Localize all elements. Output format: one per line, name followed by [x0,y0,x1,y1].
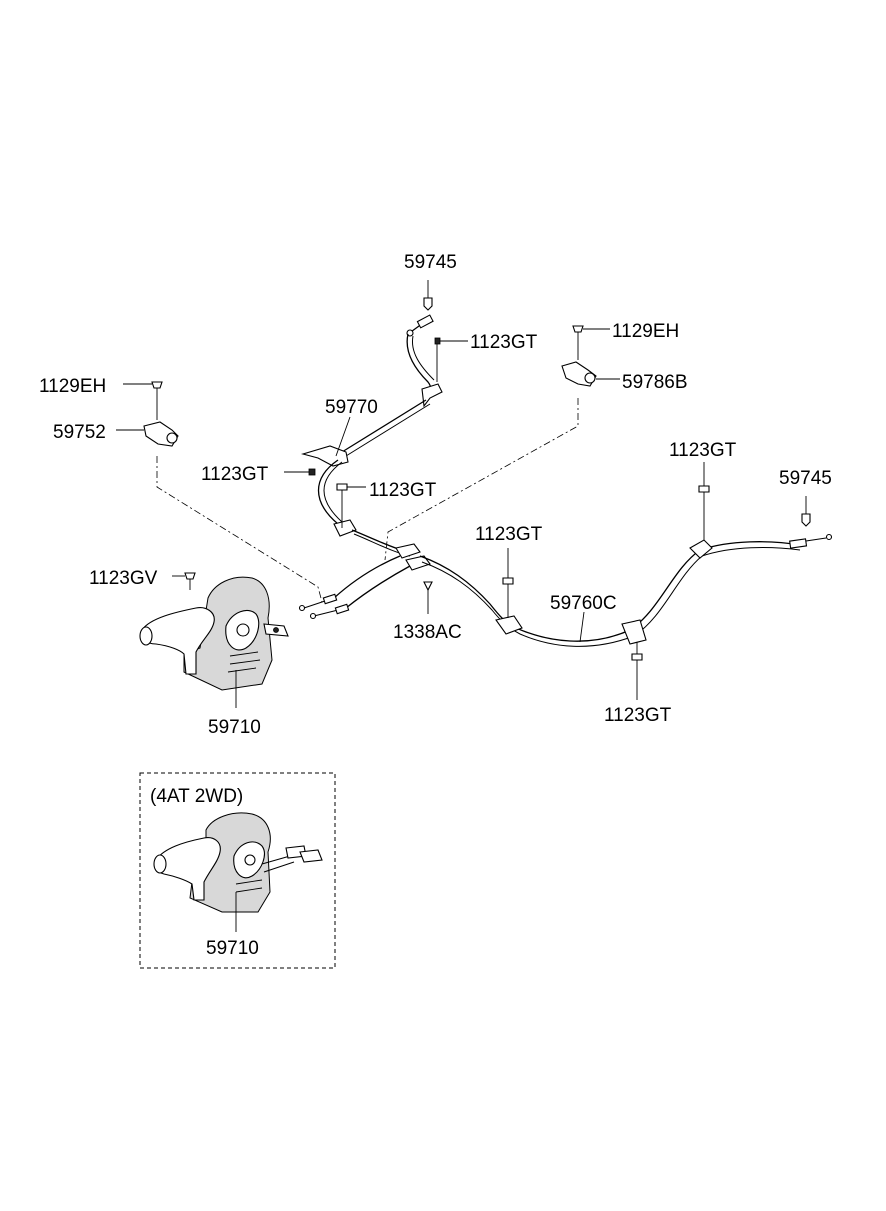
label-1123gv: 1123GV [89,568,158,589]
label-59760c: 59760C [550,593,617,614]
label-59752: 59752 [53,422,106,443]
bolt-1123gv-icon [172,572,196,590]
bracket-59752-icon [116,381,179,447]
cable-59760c [419,533,833,647]
label-59745-right: 59745 [779,468,832,489]
label-1129eh-right: 1129EH [612,321,679,342]
bolt-1123gt-b-icon [284,468,316,476]
reference-lines [156,398,579,603]
label-59745-top: 59745 [404,252,457,273]
label-59786b: 59786B [622,372,688,393]
label-59770: 59770 [325,397,378,418]
parking-brake-lever-main [139,576,289,708]
label-59710-variant: 59710 [206,938,259,959]
bolt-1123gt-e-icon [698,462,710,540]
label-1123gt-e: 1123GT [669,440,737,461]
center-junction [298,543,431,620]
variant-title: (4AT 2WD) [150,786,243,807]
pointer-lines [335,416,585,643]
label-1123gt-c: 1123GT [369,480,437,501]
parking-brake-lever-variant [153,812,323,932]
label-1123gt-d: 1123GT [475,524,543,545]
clip-59745-top-icon [423,280,433,311]
label-1338ac: 1338AC [393,622,462,643]
label-1123gt-a: 1123GT [470,332,538,353]
bolt-1123gt-f-icon [631,642,643,700]
label-1123gt-f: 1123GT [604,705,672,726]
bolt-1123gt-c-icon [336,483,366,528]
label-59710-main: 59710 [208,717,261,738]
clip-1338ac-icon [423,581,433,614]
variant-box [139,772,336,969]
label-1123gt-b: 1123GT [201,464,269,485]
bolt-1123gt-d-icon [502,548,514,618]
bolt-1123gt-a-icon [434,337,468,382]
label-1129eh-left: 1129EH [39,376,106,397]
bracket-59786b-icon [561,325,620,387]
cable-59770 [300,314,443,557]
clip-59745-right-icon [801,496,811,527]
